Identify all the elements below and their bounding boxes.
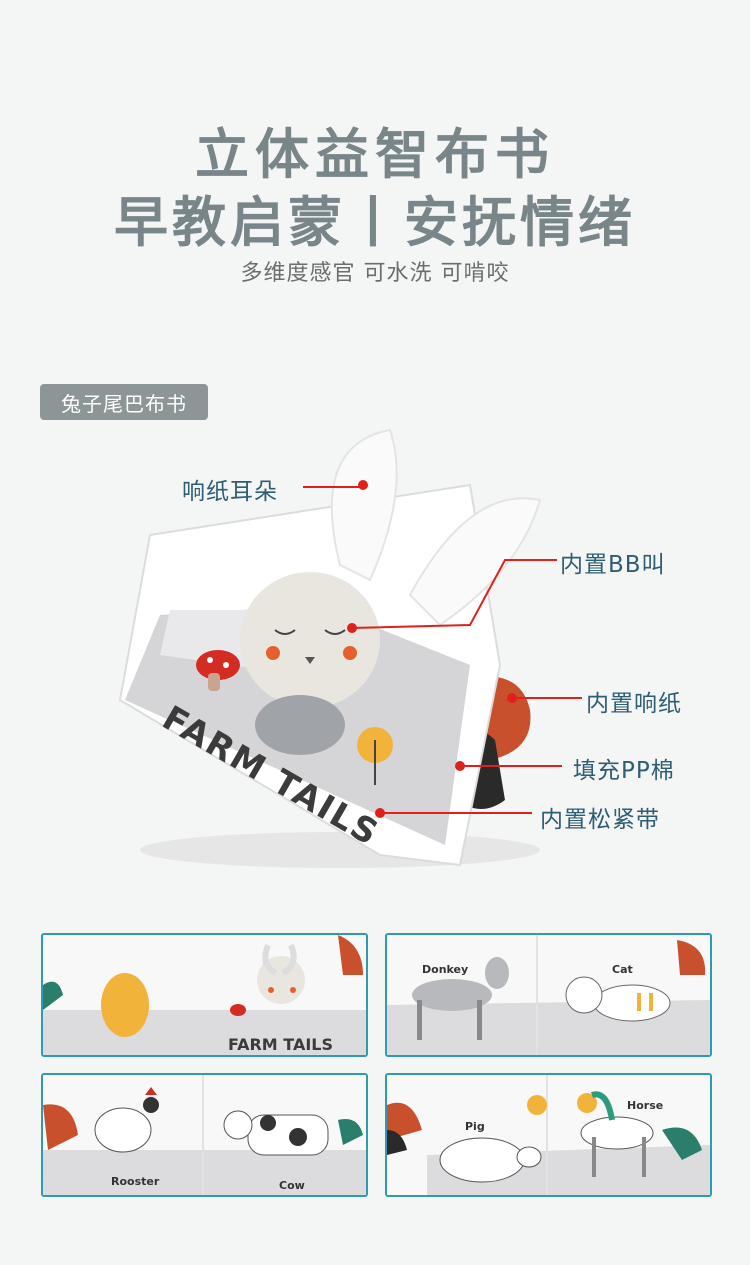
thumbnail-rooster-cow: Rooster Cow	[41, 1073, 368, 1197]
product-tag: 兔子尾巴布书	[40, 384, 208, 420]
thumbnail-4-right-label: Horse	[627, 1099, 663, 1112]
callout-pp-filling: 填充PP棉	[573, 758, 675, 784]
thumbnail-4-left-label: Pig	[465, 1120, 485, 1133]
callout-crinkle-paper: 内置响纸	[586, 691, 682, 717]
thumbnail-3-left-label: Rooster	[111, 1175, 160, 1188]
thumbnail-pig-horse: Pig Horse	[385, 1073, 712, 1197]
thumbnail-1-title: FARM TAILS	[228, 1035, 333, 1054]
product-image: FARM TAILS	[118, 428, 542, 868]
page-subtitle-main: 早教启蒙丨安抚情绪	[114, 191, 636, 254]
thumbnail-farm-tails-cover: FARM TAILS	[41, 933, 368, 1057]
thumbnail-2-left-label: Donkey	[422, 963, 468, 976]
callout-bb-squeaker: 内置BB叫	[560, 552, 666, 578]
callout-ears: 响纸耳朵	[182, 479, 278, 505]
thumbnail-donkey-cat: Donkey Cat	[385, 933, 712, 1057]
callout-elastic-band: 内置松紧带	[540, 807, 660, 833]
page-title: 立体益智布书	[195, 123, 555, 186]
thumbnail-3-right-label: Cow	[279, 1179, 305, 1192]
thumbnail-2-right-label: Cat	[612, 963, 633, 976]
feature-subtitle: 多维度感官 可水洗 可啃咬	[240, 261, 510, 286]
